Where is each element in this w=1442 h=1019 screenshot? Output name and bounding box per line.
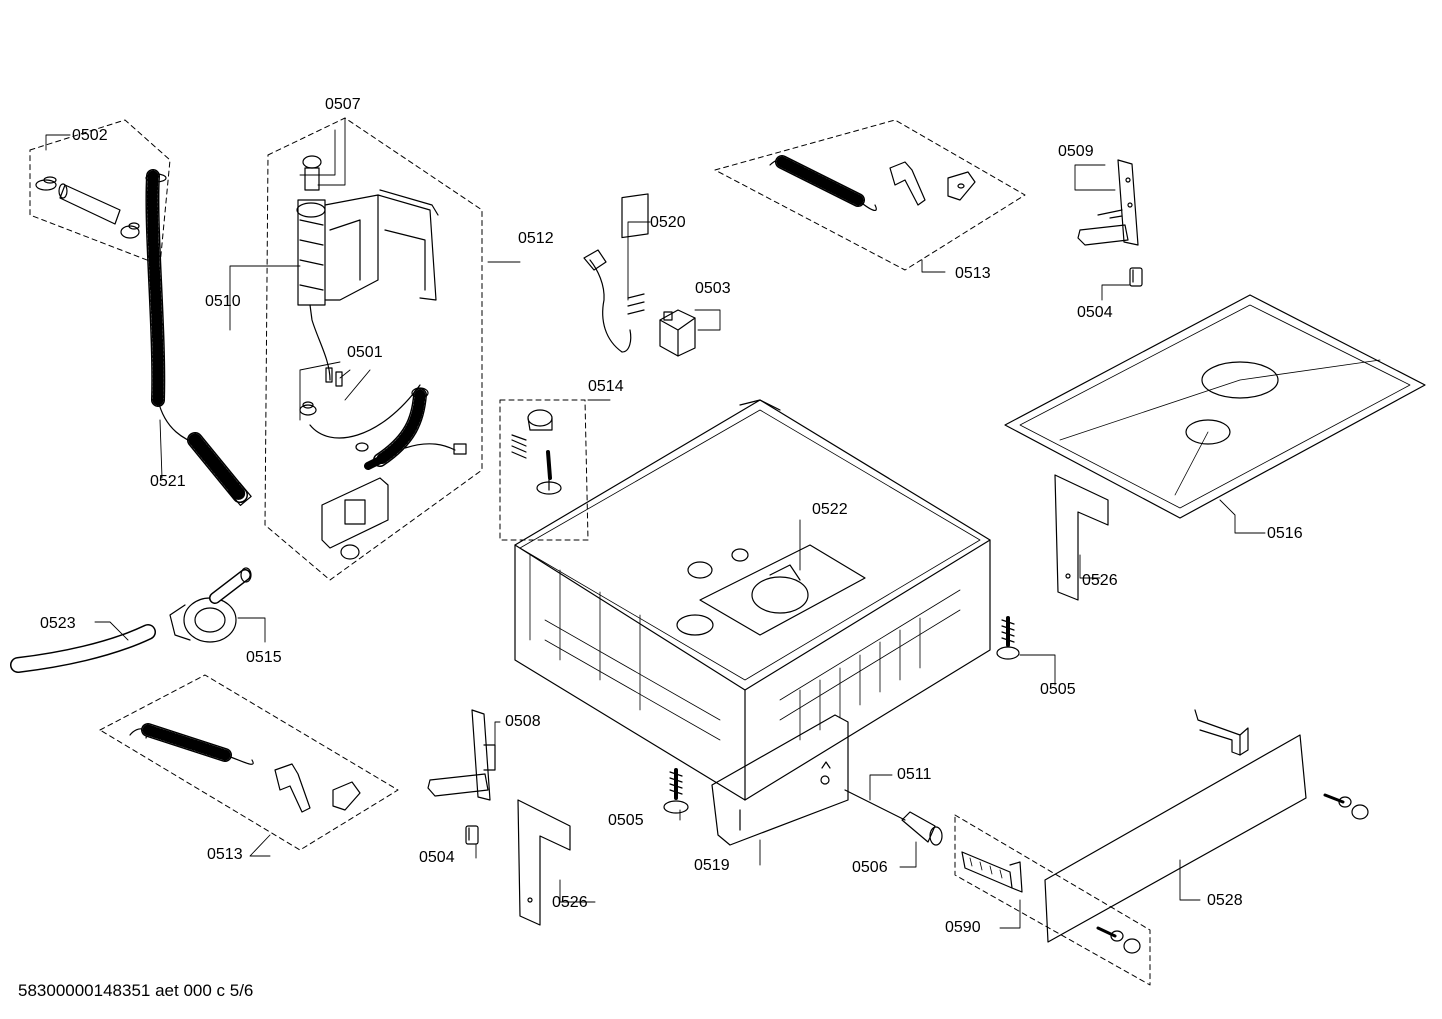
label-0522: 0522 <box>812 501 848 518</box>
part-0515-pump <box>169 567 252 643</box>
dashed-group-outlines <box>29 117 1151 986</box>
label-0505-left: 0505 <box>608 812 644 829</box>
part-0528-front-panel <box>1044 734 1307 943</box>
part-0511-rod <box>844 789 906 821</box>
part-0506-knob <box>901 811 943 846</box>
part-0523-drain-hose <box>10 624 156 673</box>
main-base-unit <box>514 399 991 801</box>
label-0502: 0502 <box>72 127 108 144</box>
part-0528-screw-cap-right <box>1323 793 1369 820</box>
document-code: 58300000148351 aet 000 c 5/6 <box>18 981 254 1000</box>
label-0512: 0512 <box>518 230 554 247</box>
label-0521: 0521 <box>150 473 186 490</box>
part-0520-cable <box>583 193 649 353</box>
label-0504-left: 0504 <box>419 849 455 866</box>
part-0505-screw-left <box>663 768 689 814</box>
label-0513-bottom: 0513 <box>207 846 243 863</box>
label-0590: 0590 <box>945 919 981 936</box>
part-0508-bracket <box>427 709 496 801</box>
label-0504-right: 0504 <box>1077 304 1113 321</box>
part-0513-spring-top <box>769 155 976 212</box>
part-0590-hinge <box>961 851 1023 893</box>
part-0501-hose-connector <box>309 384 467 470</box>
part-0528-screw-cap-left <box>1096 926 1141 954</box>
label-0526-right: 0526 <box>1082 572 1118 589</box>
part-0504-clip-right <box>1129 267 1143 287</box>
label-0511: 0511 <box>897 766 932 783</box>
label-0507: 0507 <box>325 96 361 113</box>
leader-lines <box>45 117 1266 929</box>
part-0512-bracket <box>321 477 389 560</box>
part-0505-screw-right <box>996 616 1020 660</box>
label-0503: 0503 <box>695 280 731 297</box>
part-0510-dispenser-assembly <box>296 155 439 416</box>
part-0502-hose-clamps <box>35 176 140 239</box>
part-0514-fasteners <box>511 409 562 495</box>
label-0510: 0510 <box>205 293 241 310</box>
label-0526-left: 0526 <box>552 894 588 911</box>
label-0523: 0523 <box>40 615 76 632</box>
part-0528-hinge-top <box>1194 709 1249 756</box>
part-0504-clip-left <box>465 825 479 845</box>
part-0526-bracket-right <box>1054 474 1109 601</box>
part-0509-bracket <box>1077 159 1139 246</box>
label-0528: 0528 <box>1207 892 1243 909</box>
label-0505-right: 0505 <box>1040 681 1076 698</box>
label-0509: 0509 <box>1058 143 1094 160</box>
label-0519: 0519 <box>694 857 730 874</box>
label-0513-top: 0513 <box>955 265 991 282</box>
label-0508: 0508 <box>505 713 541 730</box>
part-0516-base-plate <box>1004 294 1426 519</box>
part-0521-corrugated-hose <box>145 169 252 506</box>
label-0514: 0514 <box>588 378 624 395</box>
label-0501: 0501 <box>347 344 383 361</box>
label-0515: 0515 <box>246 649 282 666</box>
part-0526-bracket-left <box>517 799 571 926</box>
part-0519-panel <box>711 714 849 846</box>
label-0506: 0506 <box>852 859 888 876</box>
label-0516: 0516 <box>1267 525 1303 542</box>
part-0503-terminal <box>659 309 696 357</box>
part-0513-spring-bottom <box>129 723 361 813</box>
label-0520: 0520 <box>650 214 686 231</box>
